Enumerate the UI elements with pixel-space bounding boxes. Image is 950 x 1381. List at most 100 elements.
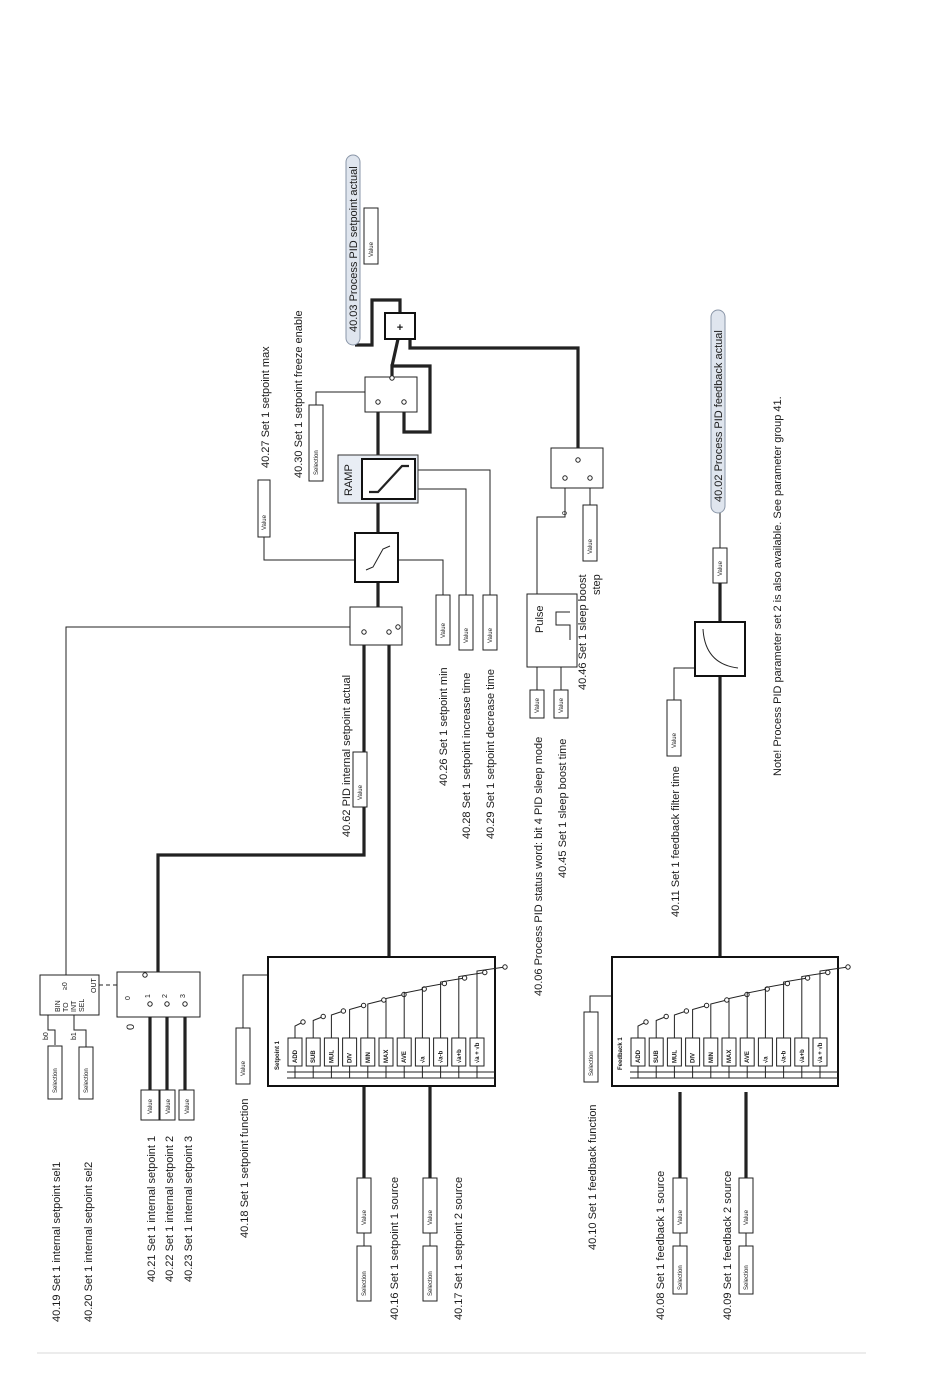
setpoint-func-label-0: ADD	[293, 1049, 299, 1063]
b1-label: b1	[71, 1032, 78, 1040]
setpoint-func-label-9: √a+b	[456, 1049, 463, 1063]
svg-text:Value: Value	[362, 1209, 368, 1225]
feedback-func-label-2: MUL	[672, 1050, 678, 1063]
label-40-09: 40.09 Set 1 feedback 2 source	[722, 1171, 734, 1320]
sleep-boost-step-value-tag	[582, 504, 598, 562]
feedback-func-label-1: SUB	[654, 1050, 660, 1063]
label-40-28: 40.28 Set 1 setpoint increase time	[461, 673, 473, 839]
note-text: Note! Process PID parameter set 2 is als…	[772, 396, 784, 776]
setpoint-limiter	[354, 532, 399, 583]
parameter-labels: 40.19 Set 1 internal setpoint sel1 40.20…	[51, 310, 784, 1322]
feedback-func-label-10: √a + √b	[817, 1042, 824, 1063]
b0-label: b0	[43, 1032, 50, 1040]
setpoint-increase-time-value-tag	[458, 594, 474, 651]
setpoint-source-tags: Value Selection Value Selection	[356, 1177, 438, 1302]
setpoint-func-label-5: MAX	[384, 1050, 390, 1063]
setpoint-function-value-tag	[235, 1027, 251, 1085]
summing-junction	[384, 312, 416, 340]
setpoint-processing-chain: Value Value Value Value Value RAMP Selec…	[257, 154, 498, 808]
sel-0-label: 0	[125, 996, 132, 1000]
int-text: INT	[71, 1000, 78, 1012]
svg-text:Value: Value	[441, 622, 447, 638]
svg-text:Value: Value	[588, 538, 594, 554]
svg-text:Value: Value	[559, 697, 565, 713]
setpoint-actual-value-tag	[363, 207, 379, 265]
label-40-30: 40.30 Set 1 setpoint freeze enable	[293, 310, 305, 478]
setpoint-func-label-4: MIN	[366, 1052, 372, 1063]
svg-text:Value: Value	[744, 1209, 750, 1225]
svg-text:Value: Value	[718, 560, 724, 576]
svg-text:Value: Value	[166, 1098, 172, 1114]
feedback-func-label-4: MIN	[709, 1052, 715, 1063]
label-40-45: 40.45 Set 1 sleep boost time	[557, 739, 569, 878]
setpoint-func-label-3: DIV	[348, 1053, 354, 1063]
feedback-contact-10	[845, 964, 851, 970]
svg-text:Selection: Selection	[314, 450, 320, 475]
internal-setpoint-selector: Selection Selection b0 b1 BIN TO INT SEL…	[39, 971, 201, 1121]
feedback-function-selection-tag	[583, 1011, 599, 1083]
svg-text:Selection: Selection	[678, 1265, 684, 1290]
sp2-value-tag	[159, 1089, 176, 1121]
feedback-contact-8	[804, 975, 811, 981]
feedback-actual-pill	[710, 309, 726, 514]
feedback-func-label-0: ADD	[636, 1049, 642, 1063]
setpoint-contact-2	[340, 1008, 347, 1014]
svg-text:Value: Value	[488, 627, 494, 643]
setpoint-decrease-time-value-tag	[482, 594, 498, 651]
bin-to-int-block	[39, 974, 100, 1016]
sel2-selection-tag	[78, 1046, 94, 1100]
setpoint-actual-pill-text: 40.03 Process PID setpoint actual	[348, 166, 360, 332]
feedback-contact-3	[703, 1002, 710, 1009]
pulse-block	[526, 593, 578, 668]
svg-text:Value: Value	[428, 1209, 434, 1225]
ramp-label: RAMP	[343, 464, 355, 496]
label-40-29: 40.29 Set 1 setpoint decrease time	[485, 669, 497, 839]
feedback-actual-value-tag	[712, 547, 728, 584]
sel2-selection-text: Selection	[84, 1068, 90, 1093]
label-40-27: 40.27 Set 1 setpoint max	[260, 346, 272, 468]
setpoint-contact-0	[300, 1019, 306, 1025]
freeze-enable-selection-tag	[308, 404, 324, 482]
label-40-10: 40.10 Set 1 feedback function	[587, 1104, 599, 1250]
setpoint-func-label-10: √a + √b	[474, 1042, 481, 1063]
setpoint-actual-pill	[345, 154, 361, 346]
feedback-contact-1	[663, 1013, 669, 1020]
svg-text:Value: Value	[185, 1098, 191, 1114]
setpoint-contact-4	[381, 997, 387, 1003]
setpoint-selector-switch	[116, 971, 201, 1018]
svg-text:Value: Value	[358, 784, 364, 800]
feedback-func-label-5: MAX	[727, 1050, 733, 1063]
svg-text:Selection: Selection	[589, 1051, 595, 1076]
pulse-label: Pulse	[534, 605, 546, 633]
setpoint-contact-3	[360, 1002, 367, 1009]
label-40-18: 40.18 Set 1 setpoint function	[239, 1099, 251, 1238]
feedback-contact-4	[724, 997, 730, 1003]
sleep-boost-time-value-tag	[553, 689, 569, 719]
setpoint-max-value-tag	[257, 479, 271, 538]
label-40-16: 40.16 Set 1 setpoint 1 source	[389, 1177, 401, 1320]
svg-text:Value: Value	[672, 732, 678, 748]
sleep-mode-value-tag	[529, 689, 545, 719]
sleep-boost-selector	[550, 447, 604, 489]
feedback-contact-0	[643, 1019, 649, 1025]
setpoint-contact-1	[320, 1013, 326, 1020]
svg-text:Value: Value	[241, 1060, 247, 1076]
sel-1-label: 1	[145, 994, 152, 998]
svg-text:Value: Value	[262, 514, 268, 530]
feedback-filter-time-value-tag	[666, 699, 682, 757]
svg-text:Value: Value	[369, 241, 375, 257]
label-40-22: 40.22 Set 1 internal setpoint 2	[164, 1136, 176, 1282]
setpoint-func-label-7: √a	[419, 1056, 426, 1063]
sel1-selection-text: Selection	[53, 1068, 59, 1093]
setpoint-func-label-6: AVE	[402, 1051, 408, 1063]
setpoint-func-label-8: √a-b	[438, 1050, 445, 1063]
label-40-46-b: step	[591, 574, 603, 595]
setpoint-min-value-tag	[435, 594, 451, 646]
setpoint-contact-9	[482, 969, 488, 976]
svg-text:Value: Value	[535, 697, 541, 713]
sel-text: SEL	[79, 999, 86, 1012]
plus-label: +	[397, 322, 403, 334]
